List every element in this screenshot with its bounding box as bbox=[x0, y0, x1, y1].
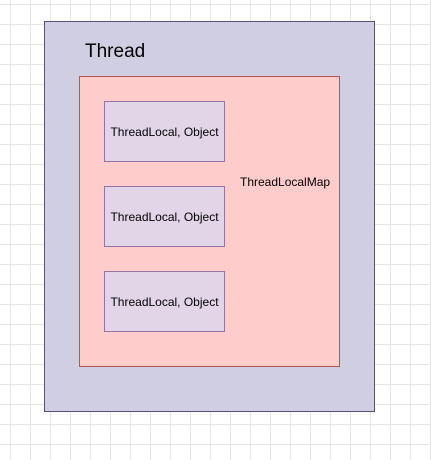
thread-title: Thread bbox=[85, 41, 146, 62]
map-entry-label: ThreadLocal, Object bbox=[110, 294, 219, 309]
map-entry-2: ThreadLocal, Object bbox=[104, 186, 225, 247]
map-entry-label: ThreadLocal, Object bbox=[110, 209, 219, 224]
map-entry-label: ThreadLocal, Object bbox=[110, 124, 219, 139]
map-entry-1: ThreadLocal, Object bbox=[104, 101, 225, 162]
map-entry-3: ThreadLocal, Object bbox=[104, 271, 225, 332]
threadlocalmap-label: ThreadLocalMap bbox=[240, 175, 331, 189]
